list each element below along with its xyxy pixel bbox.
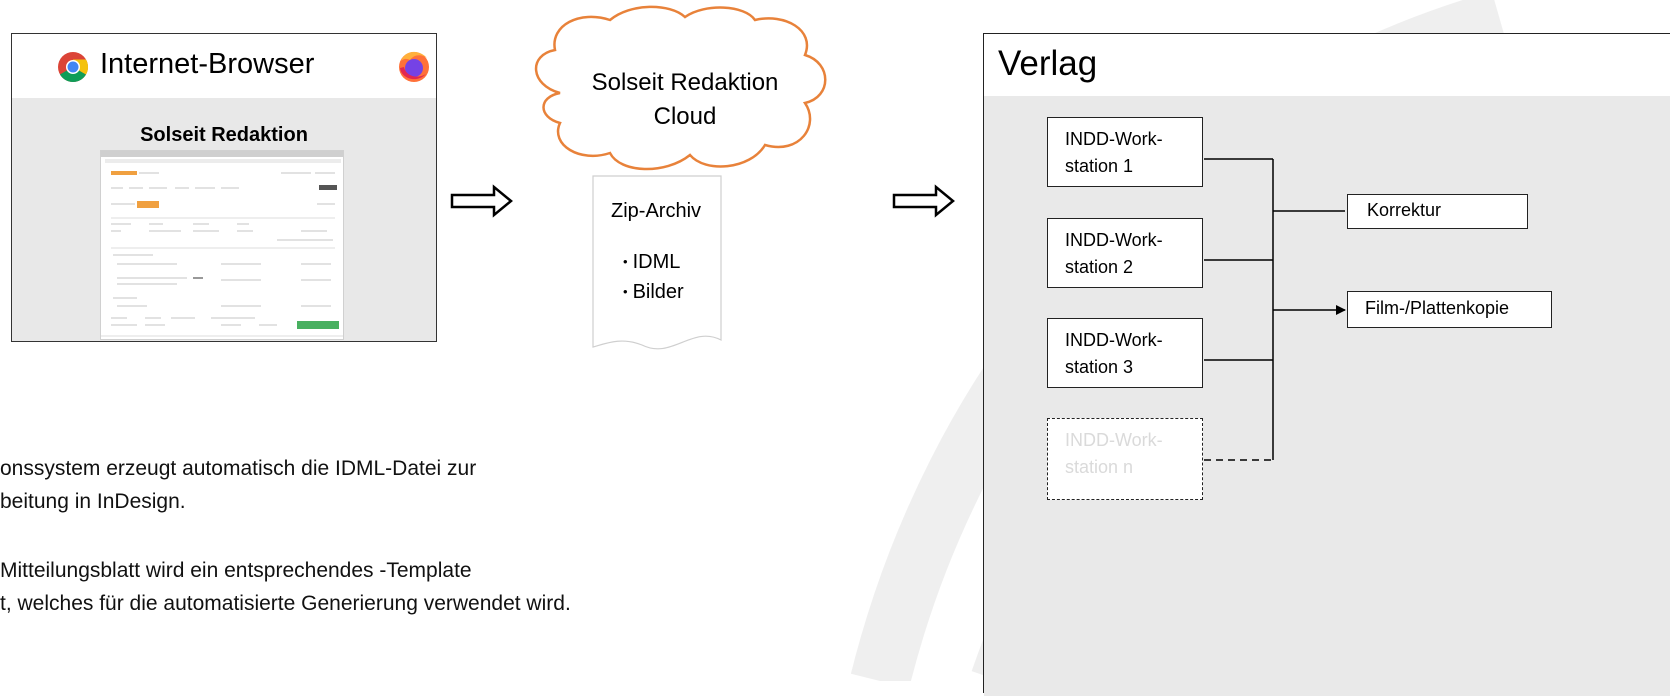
description-line-2: beitung in InDesign.	[0, 490, 186, 513]
workstation-3-line2: station 3	[1065, 357, 1134, 377]
cloud-label-line2: Cloud	[653, 103, 717, 130]
workstation-2-line1: INDD-Work-	[1065, 230, 1163, 250]
zip-archive-title: Zip-Archiv	[611, 200, 702, 222]
description-line-1: onssystem erzeugt automatisch die IDML-D…	[0, 457, 477, 480]
workstation-3-line1: INDD-Work-	[1065, 330, 1163, 350]
film-plattenkopie-box: Film-/Plattenkopie	[1347, 291, 1552, 328]
zip-item-bilder: Bilder	[623, 278, 684, 308]
workstation-connectors	[1204, 158, 1346, 461]
workstation-1-line1: INDD-Work-	[1065, 129, 1163, 149]
description-line-4: t, welches für die automatisierte Generi…	[0, 592, 571, 615]
cloud-shape	[534, 5, 827, 171]
chrome-icon	[58, 52, 89, 83]
cloud-label: Solseit Redaktion Cloud	[540, 66, 830, 134]
film-plattenkopie-label: Film-/Plattenkopie	[1365, 298, 1510, 318]
korrektur-label: Korrektur	[1367, 200, 1442, 220]
workstation-n-line1: INDD-Work-	[1065, 430, 1163, 450]
workstation-n-box: INDD-Work- station n	[1047, 418, 1203, 500]
verlag-header: Verlag	[984, 34, 1670, 96]
workstation-n-line2: station n	[1065, 457, 1134, 477]
browser-header: Internet-Browser	[12, 34, 436, 99]
workstation-2-line2: station 2	[1065, 257, 1134, 277]
workstation-2-box: INDD-Work- station 2	[1047, 218, 1203, 288]
flow-arrow-1	[450, 184, 513, 218]
flow-arrow-2	[892, 184, 955, 218]
verlag-body	[984, 96, 1670, 696]
workstation-3-box: INDD-Work- station 3	[1047, 318, 1203, 388]
workstation-1-box: INDD-Work- station 1	[1047, 117, 1203, 187]
app-screenshot-thumbnail	[100, 150, 344, 340]
browser-title: Internet-Browser	[100, 48, 315, 80]
verlag-title: Verlag	[998, 44, 1098, 83]
firefox-icon	[399, 51, 429, 82]
korrektur-box: Korrektur	[1347, 194, 1528, 229]
zip-archive-list: IDML Bilder	[623, 248, 684, 308]
workstation-1-line2: station 1	[1065, 156, 1134, 176]
app-title: Solseit Redaktion	[140, 124, 308, 146]
cloud-label-line1: Solseit Redaktion	[591, 69, 779, 96]
description-line-3: Mitteilungsblatt wird ein entsprechendes…	[0, 559, 472, 582]
zip-item-idml: IDML	[623, 248, 684, 278]
